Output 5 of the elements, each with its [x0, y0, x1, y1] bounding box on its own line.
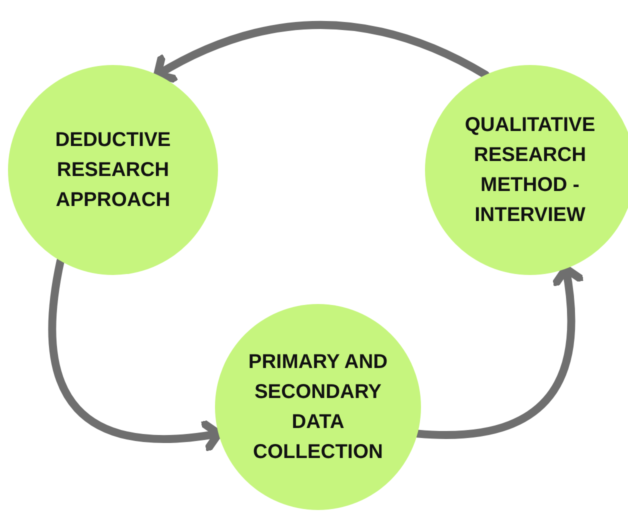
- node-label: PRIMARY AND SECONDARY DATA COLLECTION: [247, 350, 389, 465]
- node-label: QUALITATIVE RESEARCH METHOD - INTERVIEW: [464, 113, 596, 228]
- curved-arrow: [153, 20, 490, 84]
- curved-arrow: [48, 256, 222, 452]
- node-label: DEDUCTIVE RESEARCH APPROACH: [54, 128, 172, 213]
